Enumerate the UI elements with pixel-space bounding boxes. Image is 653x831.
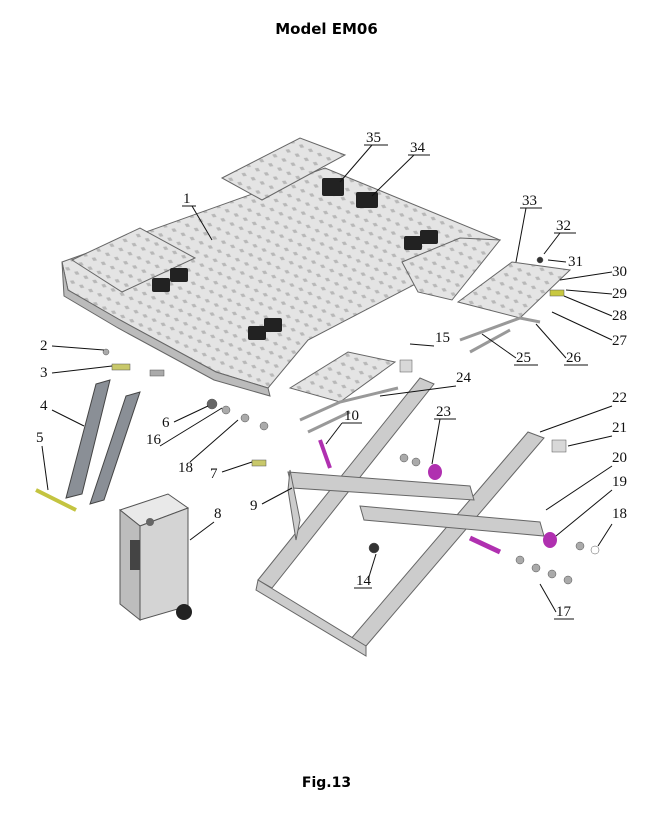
rubber-blocks [152, 178, 438, 340]
control-cabinet [118, 493, 192, 622]
svg-text:1: 1 [183, 191, 191, 207]
svg-text:6: 6 [162, 415, 170, 431]
callout-28: 28 [563, 295, 627, 324]
callout-27: 27 [551, 311, 628, 349]
hydraulic-cylinders [35, 379, 141, 512]
ramp-front [288, 351, 397, 403]
callout-16: 16 [146, 407, 223, 448]
svg-text:20: 20 [612, 450, 627, 466]
ramp-rails [299, 316, 541, 434]
callout-30: 30 [559, 264, 627, 281]
callout-19: 19 [555, 474, 627, 537]
svg-text:33: 33 [522, 193, 537, 209]
callout-29: 29 [565, 286, 627, 302]
svg-text:34: 34 [410, 140, 426, 156]
callout-23: 23 [431, 404, 456, 465]
callout-9: 9 [250, 487, 293, 514]
callout-35: 35 [339, 130, 388, 183]
svg-text:19: 19 [612, 474, 627, 490]
callout-20: 20 [545, 450, 627, 511]
svg-text:23: 23 [436, 404, 451, 420]
main-platform [61, 137, 502, 397]
svg-text:35: 35 [366, 130, 381, 146]
callout-10: 10 [325, 408, 362, 445]
figure-title: Model EM06 [275, 20, 378, 38]
svg-text:4: 4 [40, 398, 48, 414]
callout-22: 22 [539, 390, 627, 433]
svg-text:22: 22 [612, 390, 627, 406]
callout-1: 1 [182, 191, 213, 241]
callout-32: 32 [543, 218, 576, 255]
callout-8: 8 [189, 506, 222, 541]
svg-text:30: 30 [612, 264, 627, 280]
hardware-parts [102, 256, 600, 585]
callout-4: 4 [40, 398, 85, 427]
svg-text:29: 29 [612, 286, 627, 302]
purple-rollers [428, 464, 557, 548]
callout-2: 2 [40, 338, 105, 354]
svg-text:18: 18 [612, 506, 627, 522]
svg-text:16: 16 [146, 432, 162, 448]
callout-18-left: 18 [178, 419, 239, 476]
callout-6: 6 [162, 405, 209, 431]
callout-24: 24 [379, 370, 472, 397]
svg-text:21: 21 [612, 420, 627, 436]
svg-text:27: 27 [612, 333, 628, 349]
callout-33: 33 [515, 193, 542, 263]
svg-text:26: 26 [566, 350, 582, 366]
svg-text:9: 9 [250, 498, 258, 514]
callout-15: 15 [409, 330, 450, 347]
svg-text:28: 28 [612, 308, 627, 324]
callout-34: 34 [371, 140, 430, 197]
callout-21: 21 [567, 420, 627, 447]
svg-text:18: 18 [178, 460, 193, 476]
svg-text:31: 31 [568, 254, 583, 270]
svg-text:5: 5 [36, 430, 44, 446]
callout-26: 26 [535, 323, 588, 366]
svg-text:17: 17 [556, 604, 572, 620]
svg-text:15: 15 [435, 330, 450, 346]
svg-text:14: 14 [356, 573, 372, 589]
callout-18-right: 18 [597, 506, 627, 547]
callout-31: 31 [547, 254, 583, 270]
ramp-right [456, 261, 572, 319]
callout-3: 3 [40, 365, 113, 381]
callout-25: 25 [481, 333, 538, 366]
svg-text:2: 2 [40, 338, 48, 354]
callout-14: 14 [354, 553, 377, 589]
callout-17: 17 [539, 583, 574, 620]
scissor-lift-frame [255, 377, 545, 657]
svg-text:8: 8 [214, 506, 222, 522]
svg-text:32: 32 [556, 218, 571, 234]
svg-text:10: 10 [344, 408, 359, 424]
figure-caption: Fig.13 [301, 775, 352, 791]
svg-text:3: 3 [40, 365, 48, 381]
callout-5: 5 [36, 430, 49, 491]
svg-text:25: 25 [516, 350, 531, 366]
svg-text:24: 24 [456, 370, 472, 386]
callout-7: 7 [210, 461, 253, 482]
svg-text:7: 7 [210, 466, 218, 482]
